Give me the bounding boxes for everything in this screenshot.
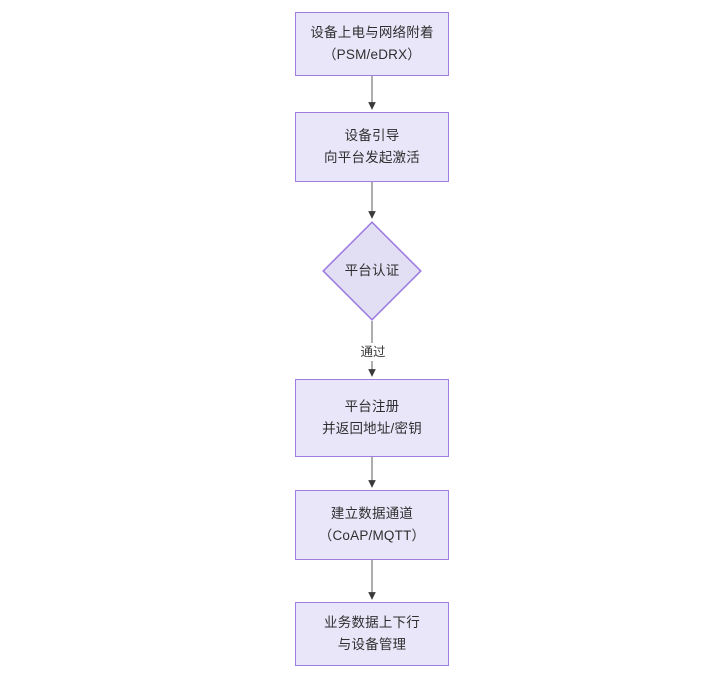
node-label-device-bootstrap: 设备引导 向平台发起激活 bbox=[324, 128, 420, 165]
node-platform-registration[interactable]: 平台注册 并返回地址/密钥 bbox=[295, 379, 449, 457]
node-business-data[interactable]: 业务数据上下行 与设备管理 bbox=[295, 602, 449, 666]
node-label-device-power-on: 设备上电与网络附着 （PSM/eDRX） bbox=[310, 25, 434, 62]
node-label-platform-registration: 平台注册 并返回地址/密钥 bbox=[322, 399, 422, 436]
node-label-business-data: 业务数据上下行 与设备管理 bbox=[324, 615, 420, 652]
node-platform-auth-decision[interactable]: 平台认证 bbox=[322, 221, 422, 321]
node-label-platform-auth: 平台认证 bbox=[344, 263, 400, 278]
node-device-power-on[interactable]: 设备上电与网络附着 （PSM/eDRX） bbox=[295, 12, 449, 76]
node-label-data-channel: 建立数据通道 （CoAP/MQTT） bbox=[318, 506, 426, 543]
node-device-bootstrap[interactable]: 设备引导 向平台发起激活 bbox=[295, 112, 449, 182]
node-data-channel[interactable]: 建立数据通道 （CoAP/MQTT） bbox=[295, 490, 449, 560]
diamond-shape bbox=[322, 221, 422, 321]
edge-label-pass: 通过 bbox=[357, 343, 389, 361]
